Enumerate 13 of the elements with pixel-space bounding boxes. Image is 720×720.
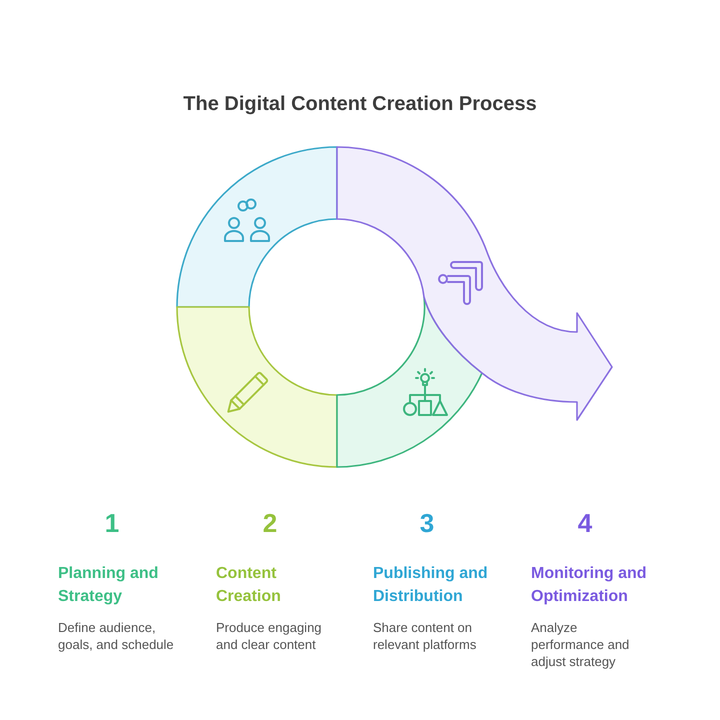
step-number: 4	[578, 508, 592, 538]
step-description: Share content on relevant platforms	[373, 619, 478, 653]
step-heading: Monitoring and Optimization	[531, 564, 648, 607]
step-description: Analyze performance and adjust strategy	[531, 619, 630, 670]
step-number: 1	[104, 508, 120, 538]
step-heading: Publishing and Distribution	[373, 564, 489, 607]
step-heading: Content Creation	[216, 564, 282, 607]
diagram-title: The Digital Content Creation Process	[183, 92, 537, 116]
step-description: Define audience, goals, and schedule	[58, 619, 175, 653]
step-heading: Planning and Strategy	[58, 564, 160, 607]
step-number: 2	[262, 508, 278, 538]
step-number: 3	[420, 508, 434, 538]
step-description: Produce engaging and clear content	[216, 619, 323, 653]
